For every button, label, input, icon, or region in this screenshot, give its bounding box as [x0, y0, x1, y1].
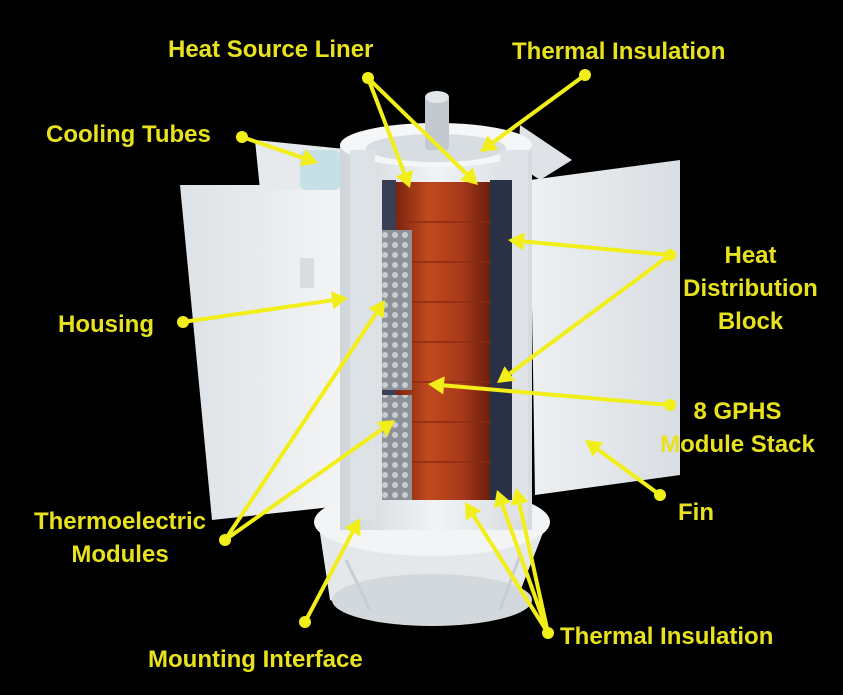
leader-line-thermal-insulation-bottom-2 — [517, 503, 550, 634]
leader-line-cooling-tubes-0 — [241, 135, 304, 160]
leader-line-mounting-interface-0 — [303, 531, 355, 623]
label-heat-source-liner: Heat Source Liner — [168, 36, 374, 63]
label-heat-distribution-block-line-2: Distribution — [683, 275, 818, 302]
arrowhead-gphs-module-stack-0 — [428, 376, 445, 395]
arrowhead-thermal-insulation-bottom-0 — [465, 502, 482, 521]
leader-line-thermoelectric-modules-1 — [223, 427, 384, 542]
arrowhead-heat-distribution-block-1 — [497, 366, 516, 383]
arrowhead-heat-source-liner-0 — [395, 169, 413, 188]
fin-left — [180, 140, 355, 520]
leader-line-heat-source-liner-1 — [366, 76, 468, 176]
thermoelectric-stack — [382, 230, 412, 500]
leader-line-thermoelectric-modules-0 — [223, 312, 378, 542]
leader-line-thermal-insulation-top-0 — [491, 73, 587, 145]
label-heat-distribution-block-line-3: Block — [717, 308, 784, 335]
label-housing: Housing — [58, 311, 154, 338]
leader-dot-heat-source-liner — [362, 72, 374, 84]
leader-dot-housing — [177, 316, 189, 328]
label-gphs-module-stack: 8 GPHS Module Stack — [640, 395, 835, 461]
label-mounting-interface: Mounting Interface — [148, 646, 363, 673]
leader-dot-mounting-interface — [299, 616, 311, 628]
leader-dot-fin — [654, 489, 666, 501]
arrowhead-thermal-insulation-bottom-1 — [493, 490, 511, 509]
arrowhead-housing-0 — [330, 291, 348, 310]
label-heat-distribution-block: Heat Distribution Block — [668, 239, 833, 338]
arrowhead-thermoelectric-modules-0 — [368, 300, 385, 319]
label-thermal-insulation-top: Thermal Insulation — [512, 38, 726, 65]
label-gphs-module-stack-line-1: 8 GPHS — [693, 398, 782, 425]
label-fin: Fin — [678, 499, 714, 526]
leader-line-heat-distribution-block-1 — [508, 253, 672, 376]
arrowhead-thermal-insulation-bottom-2 — [510, 488, 529, 506]
leader-dot-gphs-module-stack — [664, 399, 676, 411]
leader-line-thermal-insulation-bottom-0 — [471, 514, 550, 635]
arrowhead-thermoelectric-modules-1 — [376, 420, 395, 437]
label-thermoelectric-modules: Thermoelectric Modules — [14, 505, 226, 571]
leader-lines — [177, 69, 676, 639]
arrowhead-heat-distribution-block-0 — [508, 232, 525, 251]
leader-dot-thermal-insulation-top — [579, 69, 591, 81]
leader-line-heat-source-liner-0 — [366, 77, 407, 174]
label-gphs-module-stack-line-2: Module Stack — [660, 431, 815, 458]
label-heat-distribution-block-line-1: Heat — [724, 242, 777, 269]
arrowhead-mounting-interface-0 — [344, 518, 361, 537]
label-thermoelectric-modules-line-1: Thermoelectric — [33, 508, 207, 535]
leader-line-gphs-module-stack-0 — [443, 383, 671, 407]
arrowhead-cooling-tubes-0 — [299, 149, 318, 167]
label-thermoelectric-modules-line-2: Modules — [71, 541, 169, 568]
leader-line-fin-0 — [596, 447, 662, 497]
leader-dot-thermoelectric-modules — [219, 534, 231, 546]
label-thermal-insulation-bottom: Thermal Insulation — [560, 623, 774, 650]
arrowhead-thermal-insulation-top-0 — [480, 135, 499, 152]
leader-dot-cooling-tubes — [236, 131, 248, 143]
leader-dot-heat-distribution-block — [664, 249, 676, 261]
label-cooling-tubes: Cooling Tubes — [46, 121, 211, 148]
arrowhead-heat-source-liner-1 — [460, 167, 478, 185]
leader-line-heat-distribution-block-0 — [523, 239, 671, 257]
arrowhead-fin-0 — [585, 440, 604, 457]
leader-dot-thermal-insulation-bottom — [542, 627, 554, 639]
leader-line-housing-0 — [182, 298, 333, 324]
leader-line-thermal-insulation-bottom-1 — [500, 504, 550, 634]
